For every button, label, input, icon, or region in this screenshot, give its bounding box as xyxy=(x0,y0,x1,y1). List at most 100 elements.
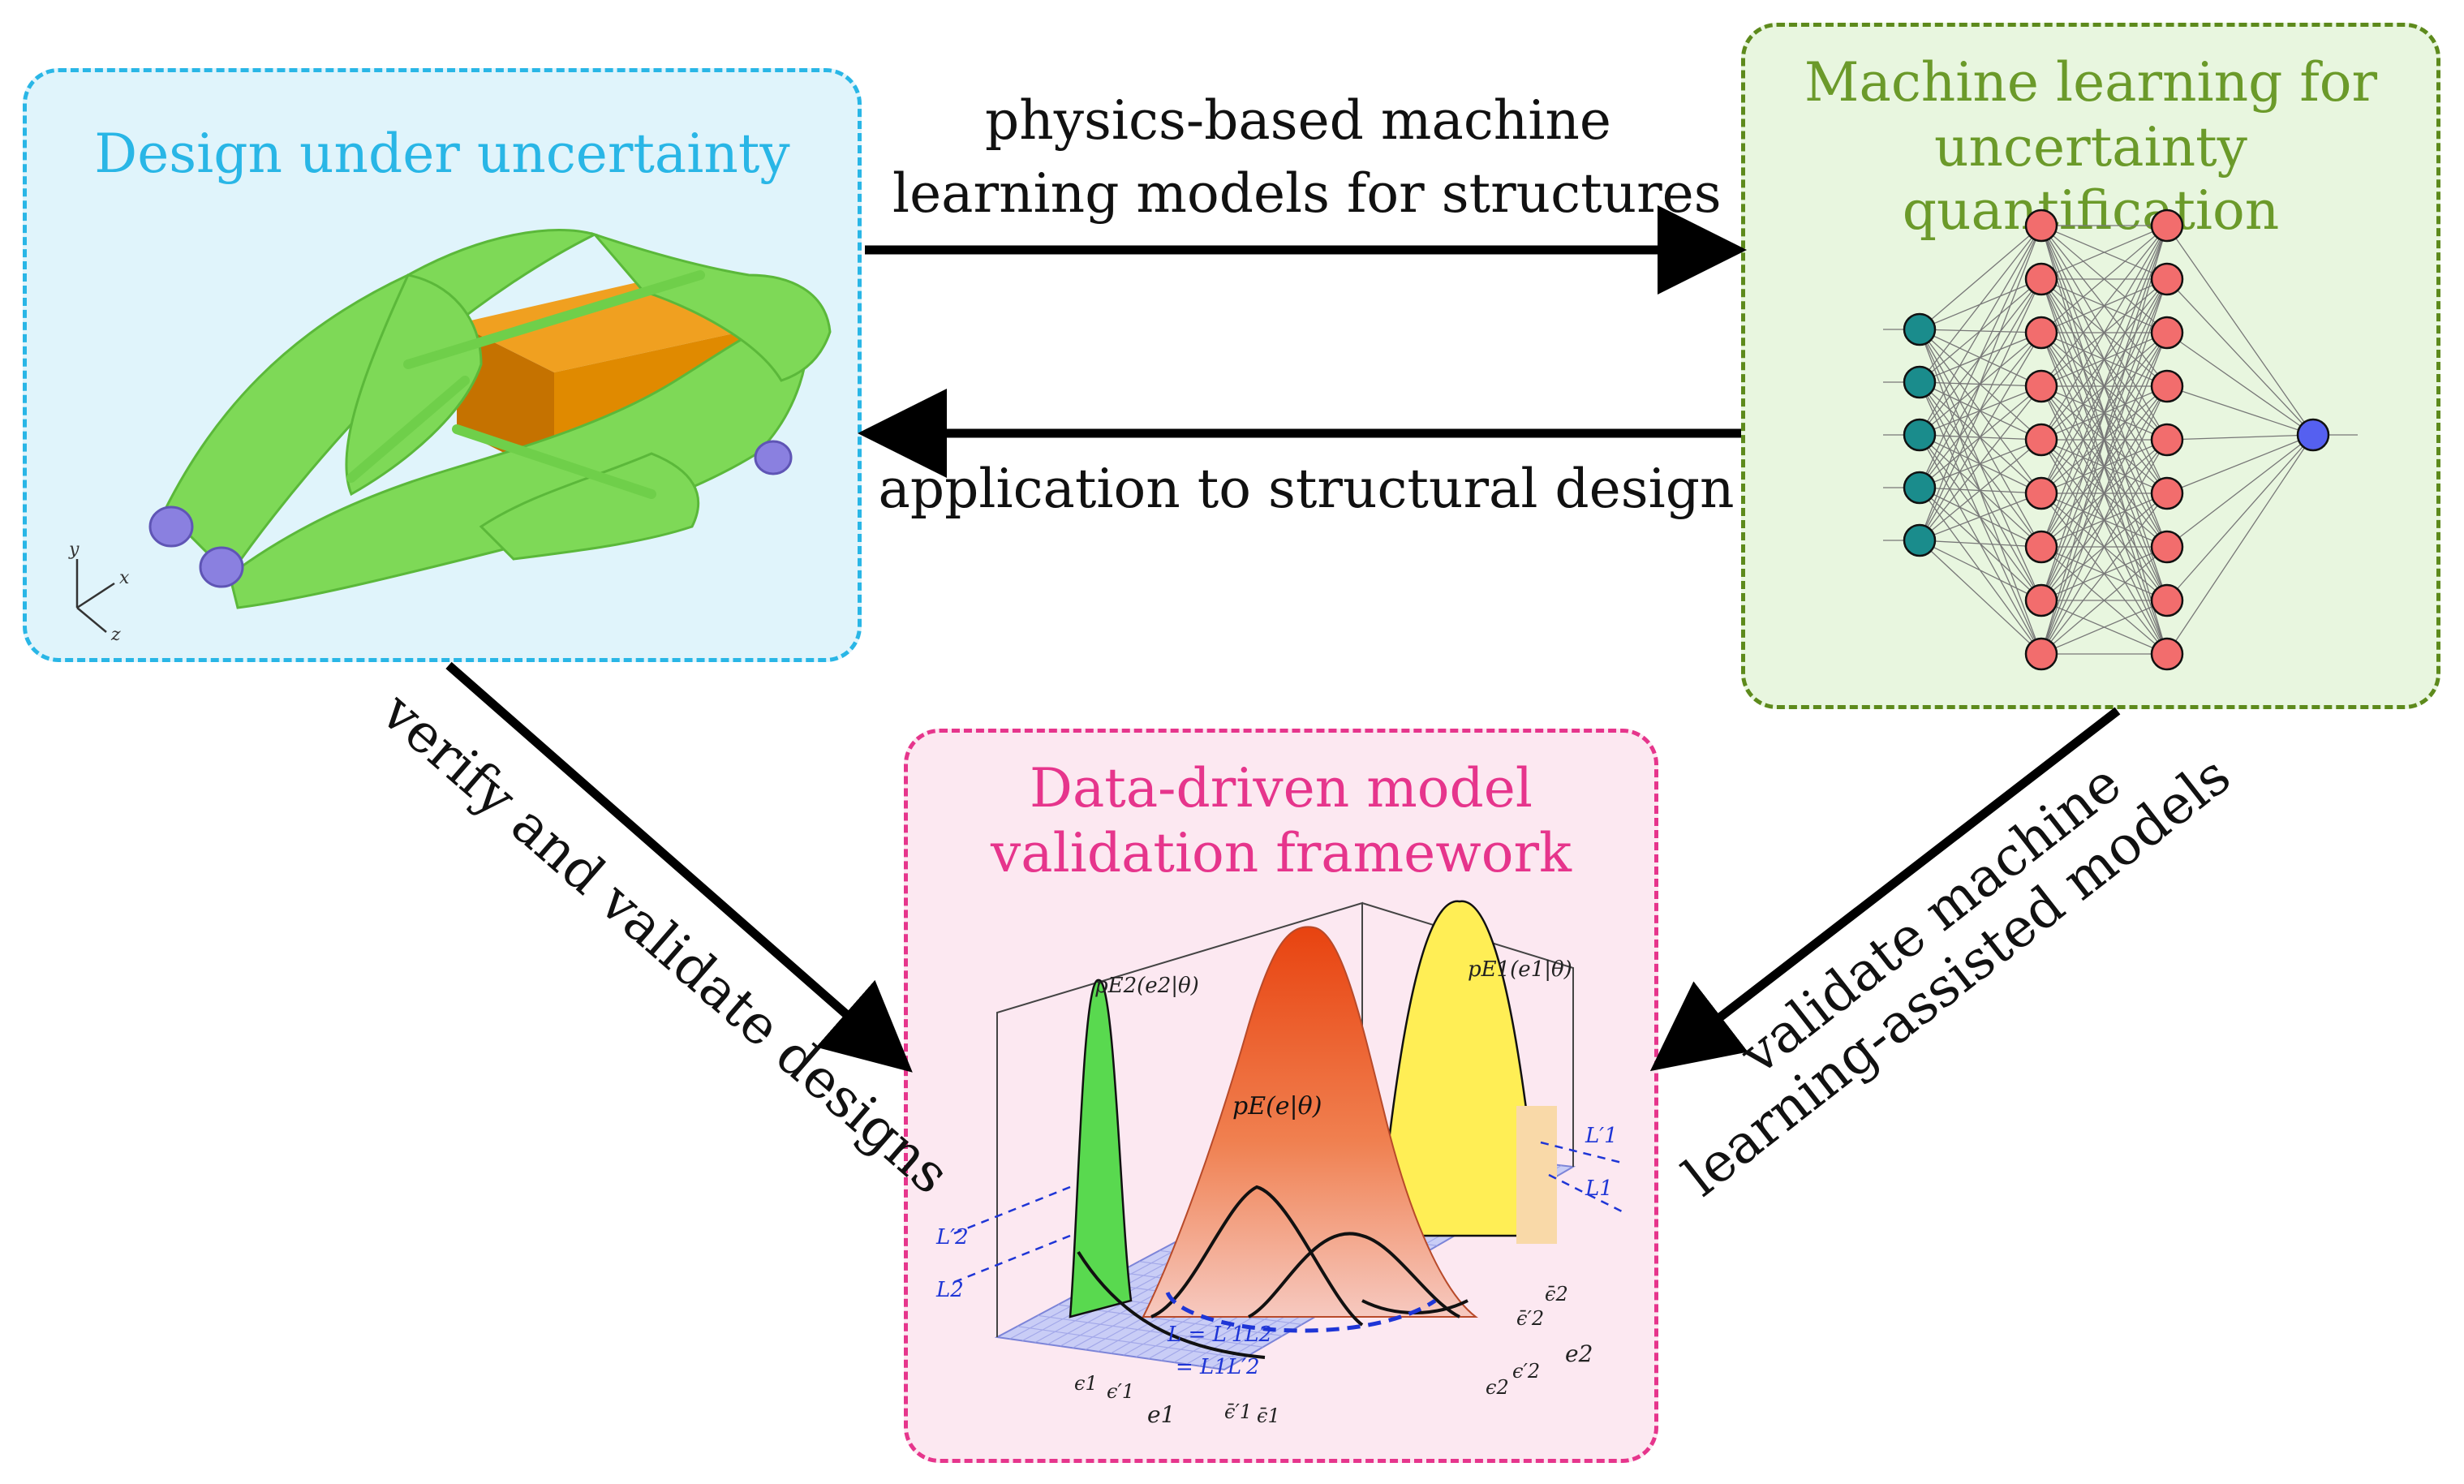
top-arrow-label-line2: learning models for structures xyxy=(892,162,1722,225)
nn-hidden-node xyxy=(2024,316,2058,350)
nn-edge xyxy=(2166,434,2314,655)
p-e1-label: pE1(e1|θ) xyxy=(1468,957,1572,982)
nn-hidden-node xyxy=(2024,423,2058,457)
eps1-low-label: ϵ1 xyxy=(1074,1372,1098,1395)
nn-edge xyxy=(1919,493,2042,541)
nn-hidden-node xyxy=(2150,316,2184,350)
nn-edge xyxy=(2040,332,2168,655)
nn-edge xyxy=(1919,278,2042,541)
green-bracket xyxy=(163,228,832,609)
nn-edge xyxy=(2166,385,2314,436)
nn-input-node xyxy=(1903,365,1937,399)
bottom-arrow-label: application to structural design xyxy=(878,458,1735,520)
p-joint-label: pE(e|θ) xyxy=(1232,1092,1322,1121)
eps2-low-label: ϵ2 xyxy=(1486,1376,1509,1399)
nn-edge xyxy=(2166,434,2314,601)
nn-input-node xyxy=(1903,418,1937,452)
nn-hidden-node xyxy=(2024,476,2058,510)
nn-edge xyxy=(2040,278,2168,655)
nn-edge xyxy=(2166,434,2314,441)
nn-edge xyxy=(2040,600,2168,655)
L2-left-label: L2 xyxy=(935,1278,964,1302)
nn-edge xyxy=(2040,225,2168,387)
level-lines xyxy=(948,1141,1623,1286)
nn-edge xyxy=(2040,225,2168,280)
L-eq2-label: = L1L′2 xyxy=(1176,1355,1260,1379)
bracket-illustration: y x z xyxy=(68,228,832,645)
nn-hidden-node xyxy=(2024,262,2058,296)
nn-hidden-node xyxy=(2024,637,2058,671)
eps2p-low-label: ϵ′2 xyxy=(1512,1360,1540,1383)
right-diagonal-label-line2: learning-assisted models xyxy=(1671,743,2243,1209)
nn-edge xyxy=(2166,434,2314,548)
data-title-line2: validation framework xyxy=(990,822,1572,884)
nn-edge xyxy=(1919,385,2042,541)
nn-edge xyxy=(2040,225,2168,494)
ml-title-line2: uncertainty quantification xyxy=(1902,116,2280,242)
design-under-uncertainty-panel: Design under uncertainty xyxy=(23,68,862,662)
nn-edge xyxy=(2040,225,2168,548)
likelihood-contour xyxy=(1165,1291,1437,1333)
nn-hidden-node xyxy=(2150,209,2184,243)
axis-y-label: y xyxy=(68,540,80,560)
nn-input-node xyxy=(1903,523,1937,557)
nn-edge xyxy=(2040,225,2168,441)
nn-edge xyxy=(2166,278,2314,436)
nn-hidden-node xyxy=(2024,530,2058,564)
nn-input-node xyxy=(1903,312,1937,346)
nn-input-node xyxy=(1903,471,1937,505)
data-title-line1: Data-driven model xyxy=(1030,757,1533,819)
nn-hidden-node xyxy=(2150,637,2184,671)
nn-edge xyxy=(1919,225,2042,488)
nn-edge xyxy=(2040,225,2168,601)
purple-bushings xyxy=(148,440,793,588)
nn-edge xyxy=(2040,225,2168,655)
nn-hidden-node xyxy=(2150,530,2184,564)
eps1p-bar-label: ϵ̄′1 xyxy=(1224,1400,1252,1423)
marginal-e2-curve xyxy=(1069,979,1133,1318)
nn-edge xyxy=(2040,546,2168,655)
nn-edge xyxy=(2166,332,2314,436)
L1p-right-label: L′1 xyxy=(1585,1124,1618,1148)
support-rods xyxy=(346,270,705,499)
nn-edge xyxy=(2040,385,2168,655)
nn-hidden-node xyxy=(2150,583,2184,617)
nn-edge xyxy=(1919,332,2042,541)
nn-edge xyxy=(1919,225,2042,383)
nn-hidden-node xyxy=(2024,209,2058,243)
e1-axis-label: e1 xyxy=(1147,1401,1175,1428)
nn-edge xyxy=(1919,225,2042,330)
p-e2-label: pE2(e2|θ) xyxy=(1094,974,1199,998)
eps1-bar-label: ϵ̄1 xyxy=(1257,1404,1280,1427)
neural-network-diagram xyxy=(1883,209,2358,671)
L2p-left-label: L′2 xyxy=(935,1225,969,1250)
axes-triad xyxy=(75,559,115,633)
data-driven-validation-panel: Data-driven model validation framework xyxy=(904,729,1658,1463)
nn-hidden-node xyxy=(2150,369,2184,403)
axis-x-label: x xyxy=(119,568,130,588)
nn-hidden-node xyxy=(2150,262,2184,296)
nn-edge xyxy=(2040,493,2168,655)
nn-output-node xyxy=(2296,418,2330,452)
nn-edge xyxy=(2040,439,2168,655)
nn-edge xyxy=(1919,540,2042,655)
e2-axis-label: e2 xyxy=(1565,1340,1593,1367)
nn-edge xyxy=(1919,225,2042,541)
L-eq1-label: L = L′1L2 xyxy=(1167,1323,1272,1347)
nn-hidden-node xyxy=(2024,583,2058,617)
nn-hidden-node xyxy=(2024,369,2058,403)
nn-edge xyxy=(1919,540,2042,548)
eps2p-bar-label: ϵ̄′2 xyxy=(1516,1307,1544,1330)
nn-edge xyxy=(1919,540,2042,601)
ml-title-line1: Machine learning for xyxy=(1804,51,2378,114)
left-diagonal-label: verify and validate designs xyxy=(369,680,961,1207)
back-walls xyxy=(996,901,1574,1337)
nn-edge xyxy=(2166,434,2314,494)
probability-surface-plot: pE(e|θ) pE1(e1|θ) pE2(e2|θ) L′1 L1 L′2 L… xyxy=(935,900,1623,1428)
nn-hidden-node xyxy=(2150,476,2184,510)
nn-edge xyxy=(2166,225,2314,436)
nn-edge xyxy=(2040,225,2168,333)
nn-edge xyxy=(1919,439,2042,541)
nn-hidden-node xyxy=(2150,423,2184,457)
eps2-bar-label: ϵ̄2 xyxy=(1545,1283,1568,1305)
